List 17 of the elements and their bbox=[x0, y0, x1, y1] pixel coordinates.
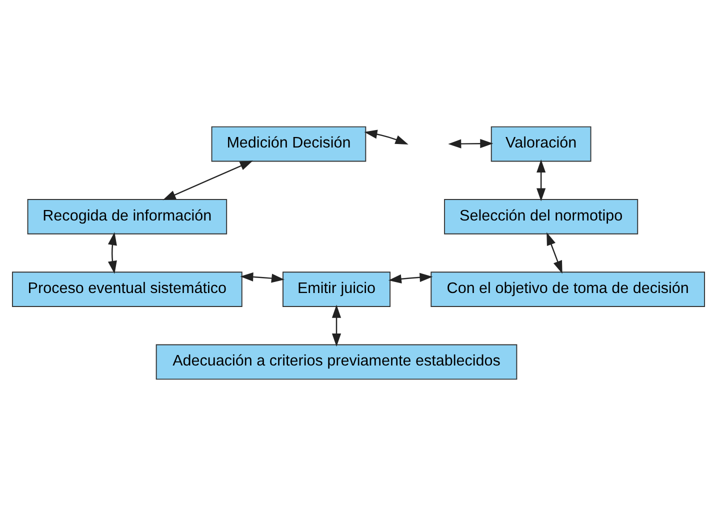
arrow bbox=[546, 232, 562, 274]
arrow bbox=[388, 272, 433, 283]
arrow bbox=[108, 232, 117, 274]
node-box: Valoración bbox=[490, 126, 592, 162]
node-box: Proceso eventual sistemático bbox=[12, 271, 242, 306]
node-box: Recogida de información bbox=[27, 198, 228, 234]
arrow bbox=[240, 272, 285, 282]
arrow bbox=[364, 129, 408, 144]
arrow bbox=[162, 160, 253, 200]
arrow bbox=[332, 304, 342, 346]
node-box: Medición Decisión bbox=[211, 126, 366, 162]
node-box: Emitir juicio bbox=[282, 271, 391, 306]
arrow bbox=[448, 138, 494, 148]
node-box: Selección del normotipo bbox=[444, 198, 638, 234]
node-box: Con el objetivo de toma de decisión bbox=[430, 271, 705, 306]
node-box: Adecuación a criterios previamente establecidos bbox=[156, 344, 518, 380]
arrow bbox=[536, 159, 546, 201]
